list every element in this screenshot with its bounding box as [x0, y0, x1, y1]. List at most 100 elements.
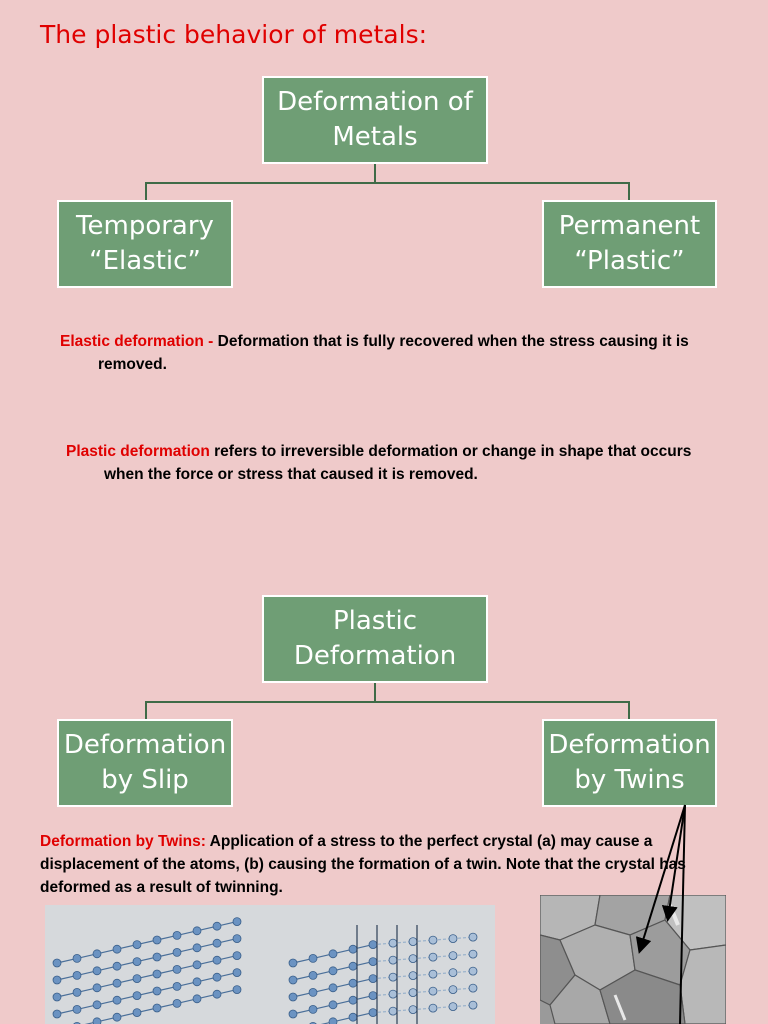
atom [172, 930, 182, 940]
atom [72, 954, 82, 963]
atom [232, 934, 242, 943]
atom [468, 983, 478, 993]
atom [212, 938, 222, 948]
atom [408, 971, 418, 980]
atom [408, 1005, 418, 1014]
page-title: The plastic behavior of metals: [40, 20, 428, 49]
atom [152, 935, 162, 945]
atom [368, 991, 378, 1000]
atom [72, 988, 82, 997]
box-line: by Slip [101, 765, 189, 795]
twins-definition: Deformation by Twins: Application of a s… [40, 830, 760, 899]
atom [152, 1003, 162, 1013]
atom [232, 968, 242, 977]
crystal-lattice-figure [45, 905, 495, 1024]
atom [172, 965, 182, 974]
atom [428, 1003, 438, 1013]
connector-line [145, 182, 147, 201]
atom [388, 938, 398, 948]
plastic-text-cont: when the force or stress that caused it … [104, 466, 478, 483]
atom [132, 974, 142, 983]
atom [408, 988, 418, 997]
connector-line [145, 182, 630, 184]
atom [232, 951, 242, 960]
box-line: “Plastic” [574, 246, 685, 276]
atom [172, 948, 182, 957]
atom [388, 1006, 398, 1016]
atom [448, 951, 458, 960]
plastic-definition: Plastic deformation refers to irreversib… [66, 440, 766, 486]
atom [212, 989, 222, 999]
atom [72, 971, 82, 980]
atom [468, 966, 478, 976]
atom [288, 1009, 298, 1019]
atom [408, 937, 418, 946]
box-line: Plastic [332, 605, 418, 636]
atom [192, 994, 202, 1004]
atom [152, 986, 162, 996]
atom [72, 1005, 82, 1014]
connector-line [374, 683, 376, 702]
atom [192, 977, 202, 987]
atom [212, 955, 222, 965]
atom [428, 952, 438, 962]
perfect-crystal-lattice [52, 917, 242, 1024]
atom [132, 957, 142, 966]
plastic-text: refers to irreversible deformation or ch… [209, 443, 692, 460]
twin-micrograph-image [540, 895, 726, 1024]
atom [408, 954, 418, 963]
atom [308, 954, 318, 963]
atom [448, 1002, 458, 1011]
deformation-of-metals-box: Deformation of Metals [262, 76, 488, 164]
atom [212, 972, 222, 982]
atom [468, 1000, 478, 1010]
atom [428, 969, 438, 979]
atom [368, 957, 378, 966]
atom [348, 995, 358, 1005]
twinned-crystal-lattice [288, 925, 478, 1024]
atom [132, 940, 142, 949]
atom [388, 989, 398, 999]
elastic-definition: Elastic deformation - Deformation that i… [60, 330, 760, 376]
atom [172, 999, 182, 1008]
atom [92, 966, 102, 976]
atom [192, 960, 202, 970]
atom [328, 1000, 338, 1010]
atom [308, 1005, 318, 1014]
box-line: Deformation [63, 729, 227, 760]
deformation-by-twins-box: Deformation by Twins [542, 719, 717, 807]
atom [52, 975, 62, 985]
temporary-elastic-box: Temporary “Elastic” [57, 200, 233, 288]
atom [468, 932, 478, 942]
plastic-deformation-box: Plastic Deformation [262, 595, 488, 683]
atom [152, 969, 162, 979]
atom [288, 992, 298, 1002]
atom [112, 961, 122, 971]
pointer-arrows [635, 804, 686, 1024]
plastic-term: Plastic deformation [66, 443, 210, 460]
twins-term: Deformation by Twins: [40, 833, 206, 850]
atom [212, 921, 222, 931]
atom [192, 926, 202, 936]
twins-text-3: deformed as a result of twinning. [40, 879, 283, 896]
atom [388, 972, 398, 982]
atom [368, 1008, 378, 1017]
box-line: Deformation of [277, 86, 473, 117]
atom [428, 935, 438, 945]
atom [328, 983, 338, 993]
atom [448, 968, 458, 977]
elastic-text: Deformation that is fully recovered when… [217, 333, 689, 350]
elastic-text-cont: removed. [98, 356, 167, 373]
box-line: Deformation [548, 729, 711, 760]
atom [448, 934, 458, 943]
atom [368, 974, 378, 983]
connector-line [628, 701, 630, 720]
connector-line [145, 701, 630, 703]
connector-line [628, 182, 630, 201]
atom [328, 949, 338, 959]
atom [348, 944, 358, 954]
atom [152, 952, 162, 962]
atom [348, 978, 358, 988]
box-line: by Twins [574, 765, 685, 795]
atom [428, 986, 438, 996]
